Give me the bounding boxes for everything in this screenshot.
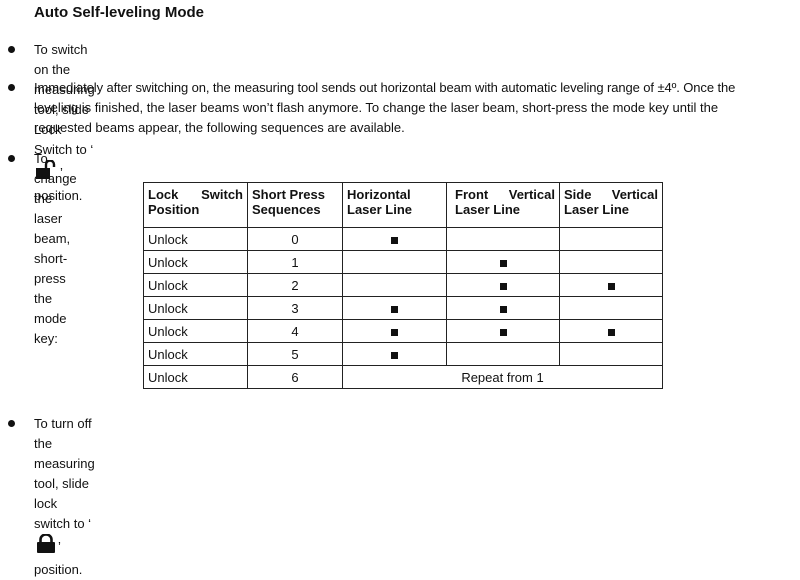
beam-on-marker <box>607 328 615 336</box>
beam-on-marker <box>391 236 398 244</box>
beam-on-marker <box>499 259 507 267</box>
beam-on-marker <box>391 305 398 313</box>
beam-on-marker <box>499 282 507 290</box>
cell-horizontal <box>342 250 447 274</box>
beam-on-marker <box>391 328 398 336</box>
cell-sequence: 0 <box>247 227 343 251</box>
bullet-dot <box>8 46 15 53</box>
cell-position: Unlock <box>143 342 248 366</box>
cell-sequence: 3 <box>247 296 343 320</box>
cell-position: Unlock <box>143 296 248 320</box>
cell-front <box>446 342 560 366</box>
cell-horizontal <box>342 342 447 366</box>
cell-side <box>559 273 663 297</box>
cell-sequence: 5 <box>247 342 343 366</box>
bullet-switch-off-text: To turn off the measuring tool, slide lo… <box>34 416 95 577</box>
cell-sequence: 4 <box>247 319 343 343</box>
beam-on-marker <box>499 305 507 313</box>
bullet-leveling-text: Immediately after switching on, the meas… <box>34 80 736 135</box>
cell-sequence: 6 <box>247 365 343 389</box>
cell-sequence: 2 <box>247 273 343 297</box>
cell-front <box>446 250 560 274</box>
cell-side <box>559 227 663 251</box>
cell-horizontal <box>342 319 447 343</box>
header-short-press-sequences: Short Press Sequences <box>247 182 343 228</box>
cell-side <box>559 342 663 366</box>
cell-horizontal <box>342 296 447 320</box>
cell-position: Unlock <box>143 273 248 297</box>
beam-on-marker <box>391 351 398 359</box>
beam-on-marker <box>607 282 615 290</box>
cell-side <box>559 296 663 320</box>
beam-on-marker <box>499 328 507 336</box>
cell-front <box>446 296 560 320</box>
cell-horizontal <box>342 227 447 251</box>
cell-position: Unlock <box>143 319 248 343</box>
bullet-switch-on-text: To switch on the measuring tool, slide L… <box>34 42 95 203</box>
cell-position: Unlock <box>143 365 248 389</box>
cell-horizontal <box>342 273 447 297</box>
cell-position: Unlock <box>143 250 248 274</box>
cell-position: Unlock <box>143 227 248 251</box>
locked-padlock-icon <box>35 533 57 560</box>
section-title: Auto Self-leveling Mode <box>34 4 205 21</box>
bullet-dot <box>8 84 15 91</box>
cell-front <box>446 273 560 297</box>
bullet-dot <box>8 155 15 162</box>
cell-front <box>446 227 560 251</box>
cell-side <box>559 319 663 343</box>
cell-side <box>559 250 663 274</box>
cell-sequence: 1 <box>247 250 343 274</box>
header-horizontal-laser-line: Horizontal Laser Line <box>342 182 447 228</box>
cell-front <box>446 319 560 343</box>
unlocked-padlock-icon <box>35 159 59 186</box>
cell-note: Repeat from 1 <box>342 365 663 389</box>
bullet-change-beam-text: To change the laser beam, short-press th… <box>34 151 77 346</box>
bullet-dot <box>8 420 15 427</box>
